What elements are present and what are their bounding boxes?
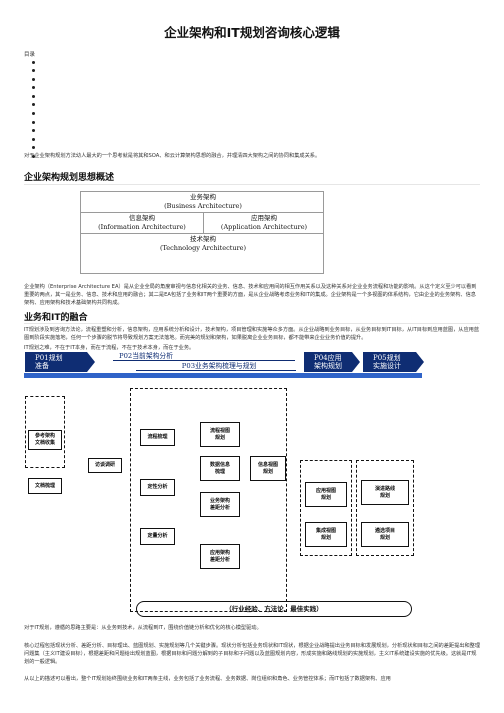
toc-item[interactable] [24, 153, 484, 162]
toc-item[interactable] [24, 127, 484, 136]
phase-p01: P01规划 准备 [25, 352, 95, 372]
figure-divider [203, 212, 204, 233]
toc-item[interactable] [24, 58, 484, 67]
figure-divider [81, 212, 323, 213]
phase-p04-line1: P04应用 [314, 353, 342, 362]
toc-item[interactable] [24, 144, 484, 153]
phase-timeline-bar [24, 373, 422, 378]
node-project-selection: 遴选项目 规划 [361, 522, 409, 547]
business-architecture-en: (Business Architecture) [164, 202, 242, 210]
toc-item[interactable] [24, 67, 484, 76]
phase-p05-line1: P05规划 [373, 353, 401, 362]
node-process-blueprint: 流程视图 规划 [200, 422, 240, 447]
information-architecture-cell: 信息架构 (Information Architecture) [81, 214, 203, 232]
toc-item[interactable] [24, 101, 484, 110]
toc-item[interactable] [24, 84, 484, 93]
phase-p04-line2: 架构规划 [314, 362, 342, 370]
section-divider [24, 184, 480, 185]
it-planning-diagram: P01规划 准备 P02当前架构分析 P03业务架构梳理与规划 P04应用 架构… [24, 352, 424, 619]
business-it-statement: IT规划之难，不在于IT本身，而在于流程，不在于技术本身，而在于业务。 [24, 345, 195, 351]
node-document-review: 文档梳理 [28, 478, 62, 494]
application-architecture-cell: 应用架构 (Application Architecture) [203, 214, 325, 232]
node-business-gap: 业务架构 差距分析 [200, 492, 240, 517]
analysis-group [130, 388, 287, 612]
node-qualitative-analysis: 定性分析 [140, 479, 175, 496]
toc-item[interactable] [24, 135, 484, 144]
node-application-blueprint: 应用视图 规划 [305, 482, 347, 507]
toc-item[interactable] [24, 75, 484, 84]
node-process-review: 流程梳理 [140, 429, 175, 446]
application-architecture-en: (Application Architecture) [220, 223, 308, 231]
toc-item[interactable] [24, 110, 484, 119]
node-application-gap: 应用架构 差距分析 [200, 544, 240, 569]
node-evolution-roadmap: 演进路线 规划 [361, 480, 409, 505]
app-planning-group [300, 460, 352, 556]
technology-architecture-cn: 技术架构 [190, 235, 216, 243]
business-architecture-cell: 业务架构 (Business Architecture) [81, 193, 325, 211]
implementation-group [356, 460, 414, 556]
node-integration-blueprint: 集成视图 规划 [305, 522, 347, 547]
core-process-paragraph: 核心过程包括现状分析、差距分析、目标理出、蓝图规划、实施规划等几个关键步骤。现状… [24, 643, 481, 665]
page-title: 企业架构和IT规划咨询核心逻辑 [164, 25, 340, 40]
foundation-bar: （行业经验、方法论、最佳实践） [136, 601, 412, 617]
section-heading-architecture: 企业架构规划思想概述 [24, 173, 115, 183]
phase-p04: P04应用 架构规划 [304, 352, 360, 372]
summary-paragraph: 从以上的描述可以看出，整个IT规划始终围绕业务和IT两条主线，业务包括了业务流程… [24, 676, 391, 682]
toc-list [24, 58, 484, 161]
information-architecture-en: (Information Architecture) [98, 223, 186, 231]
figure-divider [81, 233, 323, 234]
node-quantitative-analysis: 定量分析 [140, 528, 175, 545]
node-information-blueprint: 信息视图 规划 [250, 456, 286, 481]
node-data-information: 数据信息 梳理 [200, 456, 240, 481]
phase-p05-line2: 实施设计 [373, 362, 401, 370]
application-architecture-cn: 应用架构 [251, 214, 277, 222]
toc-label: 目录 [24, 52, 36, 58]
phase-p01-line1: P01规划 [35, 353, 63, 362]
phase-p05: P05规划 实施设计 [363, 352, 424, 372]
toc-item[interactable] [24, 92, 484, 101]
intro-paragraph: 对于企业架构规划方法幼人最大的一个思考就是将其和SOA、和云计算架构思想的融合，… [24, 153, 321, 159]
architecture-paragraph: 企业架构（Enterprise Architecture EA）是从企业全局的角… [24, 284, 477, 306]
toc-item[interactable] [24, 118, 484, 127]
business-it-paragraph: IT规划涉及到咨询方法论，流程重塑和分析，信息架构，应用系统分析和设计，技术架构… [24, 327, 480, 341]
architecture-figure: 业务架构 (Business Architecture) 信息架构 (Infor… [80, 191, 324, 274]
node-interview: 访谈调研 [88, 458, 122, 473]
section-heading-business-it: 业务和IT的融合 [24, 313, 88, 323]
planning-approach-paragraph: 对于IT规划，遵循的思路主要是：从业务到技术，从流程到IT，围绕价值链分析和优化… [24, 625, 262, 631]
business-architecture-cn: 业务架构 [190, 193, 216, 201]
phase-p02: P02当前架构分析 [113, 352, 295, 361]
node-reference-architecture: 参考架构 文档收集 [28, 430, 62, 450]
information-architecture-cn: 信息架构 [129, 214, 155, 222]
phase-p01-line2: 准备 [35, 362, 49, 370]
technology-architecture-en: (Technology Architecture) [159, 244, 247, 252]
input-group [25, 396, 65, 468]
section-divider [24, 323, 480, 324]
phase-p03: P03业务架构梳理与规划 [136, 362, 296, 371]
technology-architecture-cell: 技术架构 (Technology Architecture) [81, 235, 325, 253]
